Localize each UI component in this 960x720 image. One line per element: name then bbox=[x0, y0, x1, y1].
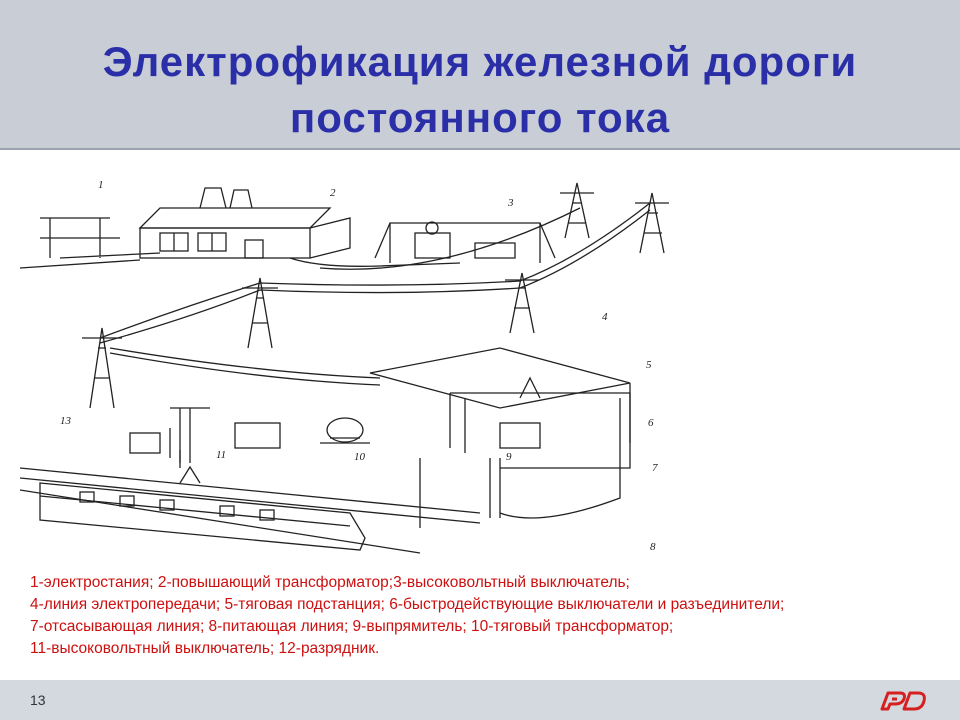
callout-3: 3 bbox=[507, 197, 514, 209]
rzd-logo-icon bbox=[880, 691, 926, 711]
callout-9: 9 bbox=[506, 451, 512, 463]
title-line-2: постоянного тока bbox=[289, 94, 671, 141]
electrification-diagram: 1 2 3 4 5 6 7 8 9 10 11 13 bbox=[20, 179, 669, 554]
slide-title: Электрофикация железной дороги постоянно… bbox=[0, 34, 960, 146]
traction-substation bbox=[369, 347, 631, 453]
rail-track bbox=[20, 383, 631, 554]
page-number: 13 bbox=[30, 692, 46, 708]
callout-7: 7 bbox=[652, 462, 658, 474]
callout-10: 10 bbox=[354, 451, 366, 463]
legend-line: 4-линия электропередачи; 5-тяговая подст… bbox=[30, 596, 785, 613]
transmission-towers bbox=[82, 182, 669, 409]
legend-line: 11-высоковольтный выключатель; 12-разряд… bbox=[30, 640, 380, 657]
electric-train bbox=[39, 465, 366, 551]
power-station bbox=[20, 187, 351, 269]
slide-footer: 13 bbox=[0, 680, 960, 720]
callout-6: 6 bbox=[648, 417, 654, 429]
callout-8: 8 bbox=[650, 541, 656, 553]
legend-line: 7-отсасывающая линия; 8-питающая линия; … bbox=[30, 618, 674, 635]
callout-13: 13 bbox=[60, 415, 72, 427]
callout-2: 2 bbox=[330, 187, 336, 199]
diagram-legend: 1-электростания; 2-повышающий трансформа… bbox=[30, 572, 950, 660]
substation-stepup bbox=[289, 221, 556, 267]
legend-line: 1-электростания; 2-повышающий трансформа… bbox=[30, 574, 630, 591]
outdoor-equipment bbox=[129, 407, 370, 463]
callout-1: 1 bbox=[98, 179, 104, 191]
title-line-1: Электрофикация железной дороги bbox=[102, 38, 858, 85]
callout-5: 5 bbox=[646, 359, 652, 371]
callout-4: 4 bbox=[602, 311, 608, 323]
title-banner: Электрофикация железной дороги постоянно… bbox=[0, 0, 960, 150]
power-lines bbox=[99, 202, 651, 386]
callout-11: 11 bbox=[216, 449, 226, 461]
